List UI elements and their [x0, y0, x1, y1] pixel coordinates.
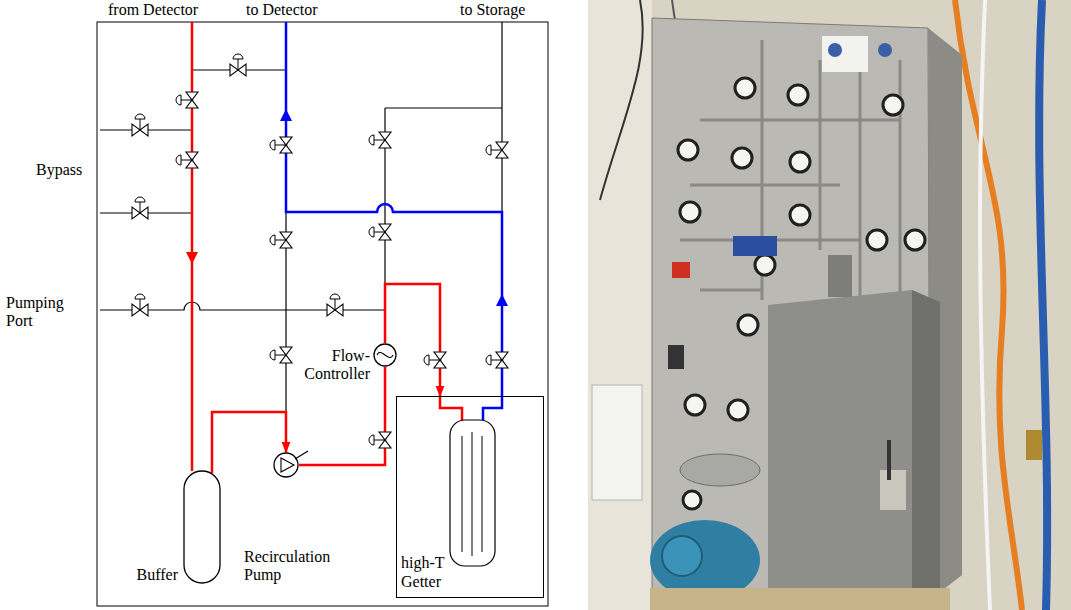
- handle: [887, 440, 891, 480]
- flow-controller: Flow-Controller: [373, 343, 397, 367]
- white-cable: [980, 0, 990, 610]
- gauge: [790, 205, 810, 225]
- gauge: [678, 140, 698, 160]
- valve-symbol: [176, 92, 198, 108]
- base: [650, 588, 950, 610]
- flow-controller-symbol: [377, 352, 393, 357]
- getter-cylinder: [450, 420, 495, 566]
- gauge: [867, 230, 887, 250]
- return-pipe: [191, 22, 194, 471]
- valve-symbol: [132, 114, 148, 136]
- valve-symbol: [176, 152, 198, 168]
- buffer-vessel: Buffer: [183, 470, 221, 584]
- gauge: [883, 95, 903, 115]
- orange-cable: [955, 0, 1022, 610]
- gauge: [683, 491, 701, 509]
- supply-pipe: [286, 22, 502, 420]
- black-pipes: [100, 22, 502, 412]
- node-label: high-T Getter: [401, 554, 453, 591]
- logo-plate: [822, 36, 868, 72]
- valve-symbol: [270, 347, 292, 363]
- logo: [828, 43, 842, 57]
- pump-head: [662, 536, 702, 576]
- white-cabinet: [592, 385, 642, 500]
- red-knob: [672, 262, 690, 278]
- getter-housing: [768, 290, 912, 610]
- wall-light: [588, 0, 652, 610]
- getter-element: [462, 432, 482, 556]
- flow-controller-symbol: [374, 344, 396, 366]
- gauge: [732, 148, 752, 168]
- controller: [668, 345, 684, 369]
- recirculation-pump: Recirculation Pump: [273, 452, 299, 478]
- node-label: Buffer: [137, 566, 178, 584]
- port-label: to Storage: [460, 1, 525, 19]
- port-label: to Detector: [246, 1, 318, 19]
- node-outline: [373, 343, 397, 367]
- pump-symbol: [295, 451, 308, 459]
- gauge: [735, 78, 755, 98]
- valve-symbol: [369, 132, 391, 148]
- fitting: [1026, 430, 1042, 460]
- logo: [878, 43, 892, 57]
- getter-box: high-T Getter: [396, 396, 544, 598]
- gauge: [905, 230, 925, 250]
- getter-housing-side: [912, 290, 940, 610]
- gauge: [680, 202, 700, 222]
- gauge: [790, 152, 810, 172]
- flow-arrow: [186, 252, 198, 264]
- node-label: Recirculation Pump: [244, 548, 344, 585]
- vessel: [680, 454, 760, 486]
- gauge: [788, 85, 808, 105]
- gauge: [685, 395, 705, 415]
- valve-symbol: [132, 294, 148, 316]
- getter-inlet: [440, 396, 462, 420]
- pump-symbol: [274, 453, 298, 477]
- pump-symbol: [281, 458, 294, 472]
- port-label: Bypass: [36, 161, 82, 179]
- pipe: [501, 22, 502, 212]
- pipe: [385, 107, 502, 108]
- valve-symbol: [270, 232, 292, 248]
- buffer-outline: [184, 471, 220, 583]
- valve-symbol: [327, 294, 343, 316]
- gauge: [738, 315, 758, 335]
- node-label: Flow-Controller: [290, 347, 370, 384]
- valve-symbol: [230, 54, 246, 76]
- gauge: [755, 255, 775, 275]
- cable: [600, 0, 643, 200]
- valve-symbol: [132, 197, 148, 219]
- valve-symbol: [424, 352, 446, 368]
- flow-arrow: [496, 294, 508, 306]
- node-outline: [273, 452, 299, 478]
- valve-symbol: [486, 352, 508, 368]
- valve-symbol: [270, 137, 292, 153]
- flow-arrow: [280, 109, 292, 121]
- display: [733, 236, 777, 256]
- label-plate: [880, 470, 906, 510]
- port-label: Pumping Port: [6, 294, 78, 331]
- frame: [97, 22, 548, 606]
- node-outline: [183, 470, 221, 584]
- pipe-connector: [385, 284, 440, 396]
- gauge: [728, 400, 748, 420]
- valve-symbol: [486, 142, 508, 158]
- wall: [588, 0, 1071, 610]
- port-label: from Detector: [108, 1, 198, 19]
- valve-symbol: [369, 432, 391, 448]
- valve-symbol: [369, 224, 391, 240]
- blue-hose: [1039, 0, 1047, 610]
- chimney: [828, 255, 852, 297]
